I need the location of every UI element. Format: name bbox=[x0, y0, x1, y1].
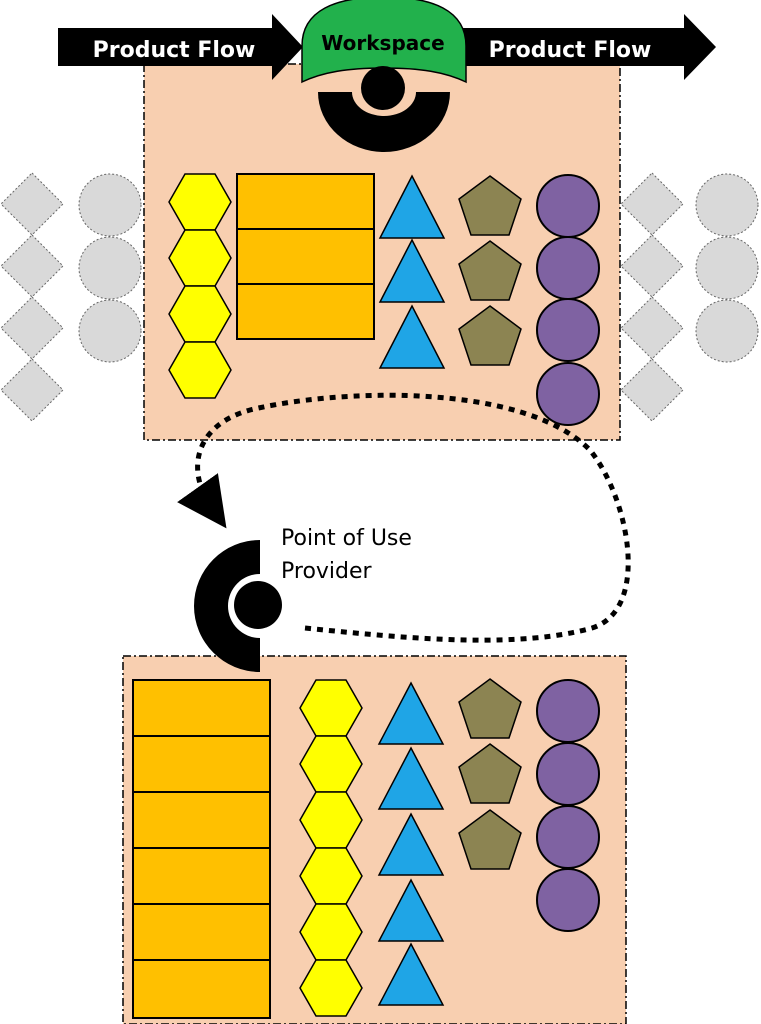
ghost-right-group bbox=[620, 172, 759, 422]
product-flow-arrow-left bbox=[58, 14, 303, 80]
ghost-diamond bbox=[620, 234, 684, 298]
rectangle-tray bbox=[132, 959, 271, 1019]
lower-hexagons bbox=[299, 679, 363, 1017]
pentagon bbox=[458, 175, 522, 236]
triangle bbox=[377, 681, 445, 745]
circle-part bbox=[536, 236, 600, 300]
rectangle-tray bbox=[132, 903, 271, 961]
rectangle-tray bbox=[236, 173, 375, 230]
lower-circles bbox=[536, 679, 600, 932]
point-of-use-provider-icon bbox=[194, 540, 282, 672]
triangle bbox=[378, 304, 446, 369]
product-flow-label-left: Product Flow bbox=[93, 38, 256, 63]
ghost-diamond bbox=[0, 358, 64, 422]
pentagon bbox=[458, 743, 522, 804]
circle-part bbox=[536, 679, 600, 743]
triangle bbox=[378, 174, 446, 239]
circle-part bbox=[536, 805, 600, 869]
product-flow-label-right: Product Flow bbox=[489, 38, 652, 63]
workspace-operator-icon bbox=[318, 66, 450, 152]
triangle bbox=[377, 746, 445, 810]
ghost-circle bbox=[695, 173, 759, 237]
ghost-left-group bbox=[0, 172, 142, 422]
ghost-circle bbox=[78, 173, 142, 237]
ghost-diamond bbox=[0, 234, 64, 298]
provider-label-line1: Point of Use bbox=[281, 526, 412, 551]
ghost-diamond bbox=[620, 172, 684, 236]
hexagon bbox=[168, 341, 232, 399]
lower-triangles bbox=[377, 681, 445, 1006]
provider-label-line2: Provider bbox=[281, 559, 373, 584]
triangle bbox=[377, 942, 445, 1006]
pentagon bbox=[458, 678, 522, 739]
ghost-circle bbox=[78, 299, 142, 363]
upper-pentagons bbox=[458, 175, 522, 366]
ghost-diamond bbox=[620, 296, 684, 360]
circle-part bbox=[536, 298, 600, 362]
workspace-label: Workspace bbox=[321, 31, 444, 55]
rectangle-tray bbox=[132, 791, 271, 849]
triangle bbox=[377, 878, 445, 942]
lower-pentagons bbox=[458, 678, 522, 870]
rectangle-tray bbox=[132, 735, 271, 793]
rectangle-tray bbox=[236, 283, 375, 340]
triangle bbox=[377, 812, 445, 876]
product-flow-arrow-right bbox=[458, 14, 716, 80]
ghost-circle bbox=[695, 299, 759, 363]
upper-rectangles bbox=[236, 173, 375, 340]
rectangle-tray bbox=[132, 847, 271, 905]
pentagon bbox=[458, 240, 522, 301]
ghost-circle bbox=[695, 236, 759, 300]
pentagon bbox=[458, 809, 522, 870]
rectangle-tray bbox=[236, 228, 375, 285]
circle-part bbox=[536, 362, 600, 426]
circle-part bbox=[536, 742, 600, 806]
upper-triangles bbox=[378, 174, 446, 369]
lower-rectangles bbox=[132, 679, 271, 1019]
rectangle-tray bbox=[132, 679, 271, 737]
triangle bbox=[378, 238, 446, 303]
workspace-dome bbox=[301, 0, 467, 84]
ghost-diamond bbox=[620, 358, 684, 422]
upper-hexagons bbox=[168, 173, 232, 399]
upper-circles bbox=[536, 174, 600, 426]
hexagon bbox=[299, 959, 363, 1017]
ghost-circle bbox=[78, 236, 142, 300]
pentagon bbox=[458, 305, 522, 366]
ghost-diamond bbox=[0, 296, 64, 360]
circle-part bbox=[536, 174, 600, 238]
ghost-diamond bbox=[0, 172, 64, 236]
circle-part bbox=[536, 868, 600, 932]
